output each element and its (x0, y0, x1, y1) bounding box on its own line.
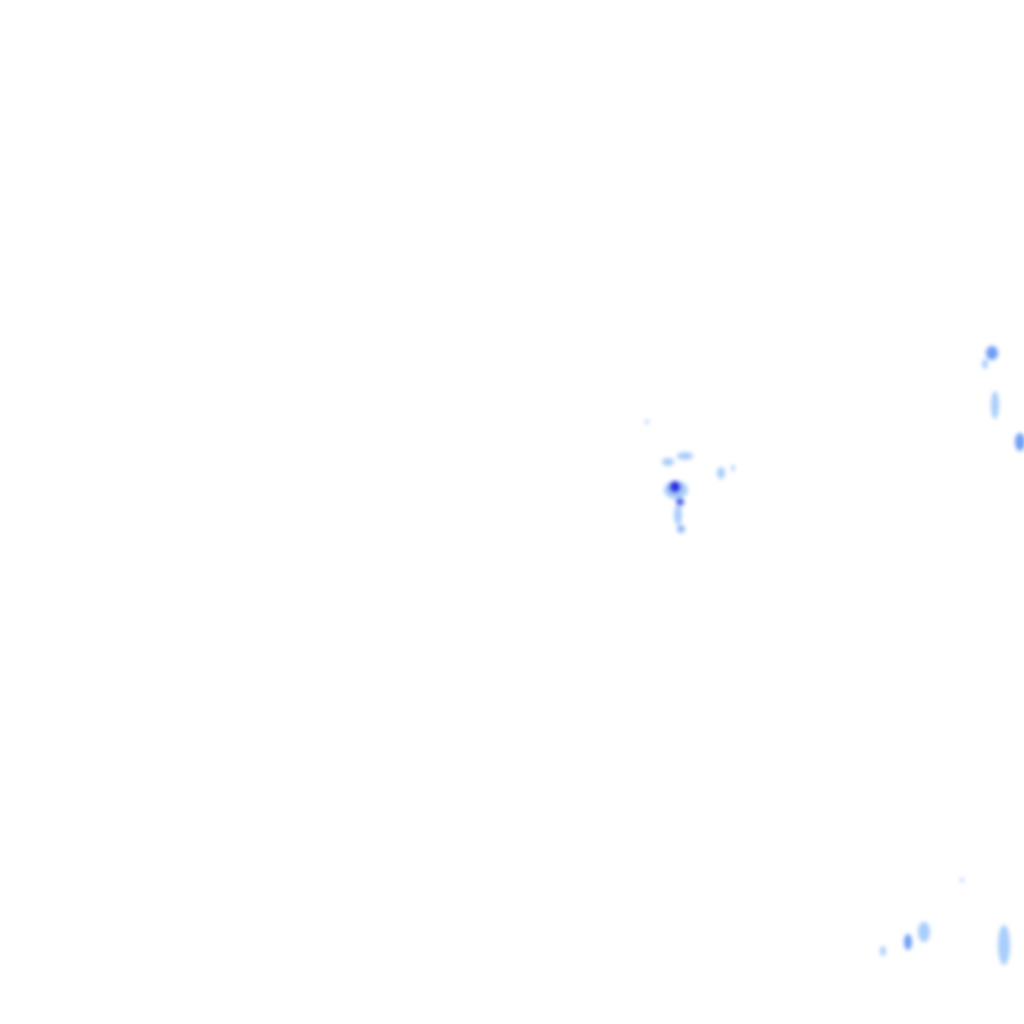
radar-echo (662, 458, 674, 466)
radar-echo (904, 934, 912, 950)
radar-echo (676, 498, 684, 506)
echo-cluster-south (880, 878, 1010, 965)
radar-echo (991, 391, 999, 419)
radar-echo (982, 359, 988, 369)
radar-echo (731, 465, 735, 471)
radar-echo (998, 925, 1010, 965)
radar-echo (674, 505, 682, 525)
radar-echo (1015, 433, 1024, 451)
echo-cluster-east (982, 346, 1024, 451)
radar-echo (677, 452, 693, 460)
radar-echo (717, 467, 725, 479)
radar-echo (986, 346, 998, 360)
radar-echo (960, 878, 964, 882)
radar-echo (669, 481, 681, 493)
radar-echo (918, 922, 930, 942)
radar-echo (645, 420, 649, 424)
radar-echo (677, 525, 685, 533)
echo-cluster-center (645, 420, 735, 533)
radar-echo (880, 946, 886, 956)
